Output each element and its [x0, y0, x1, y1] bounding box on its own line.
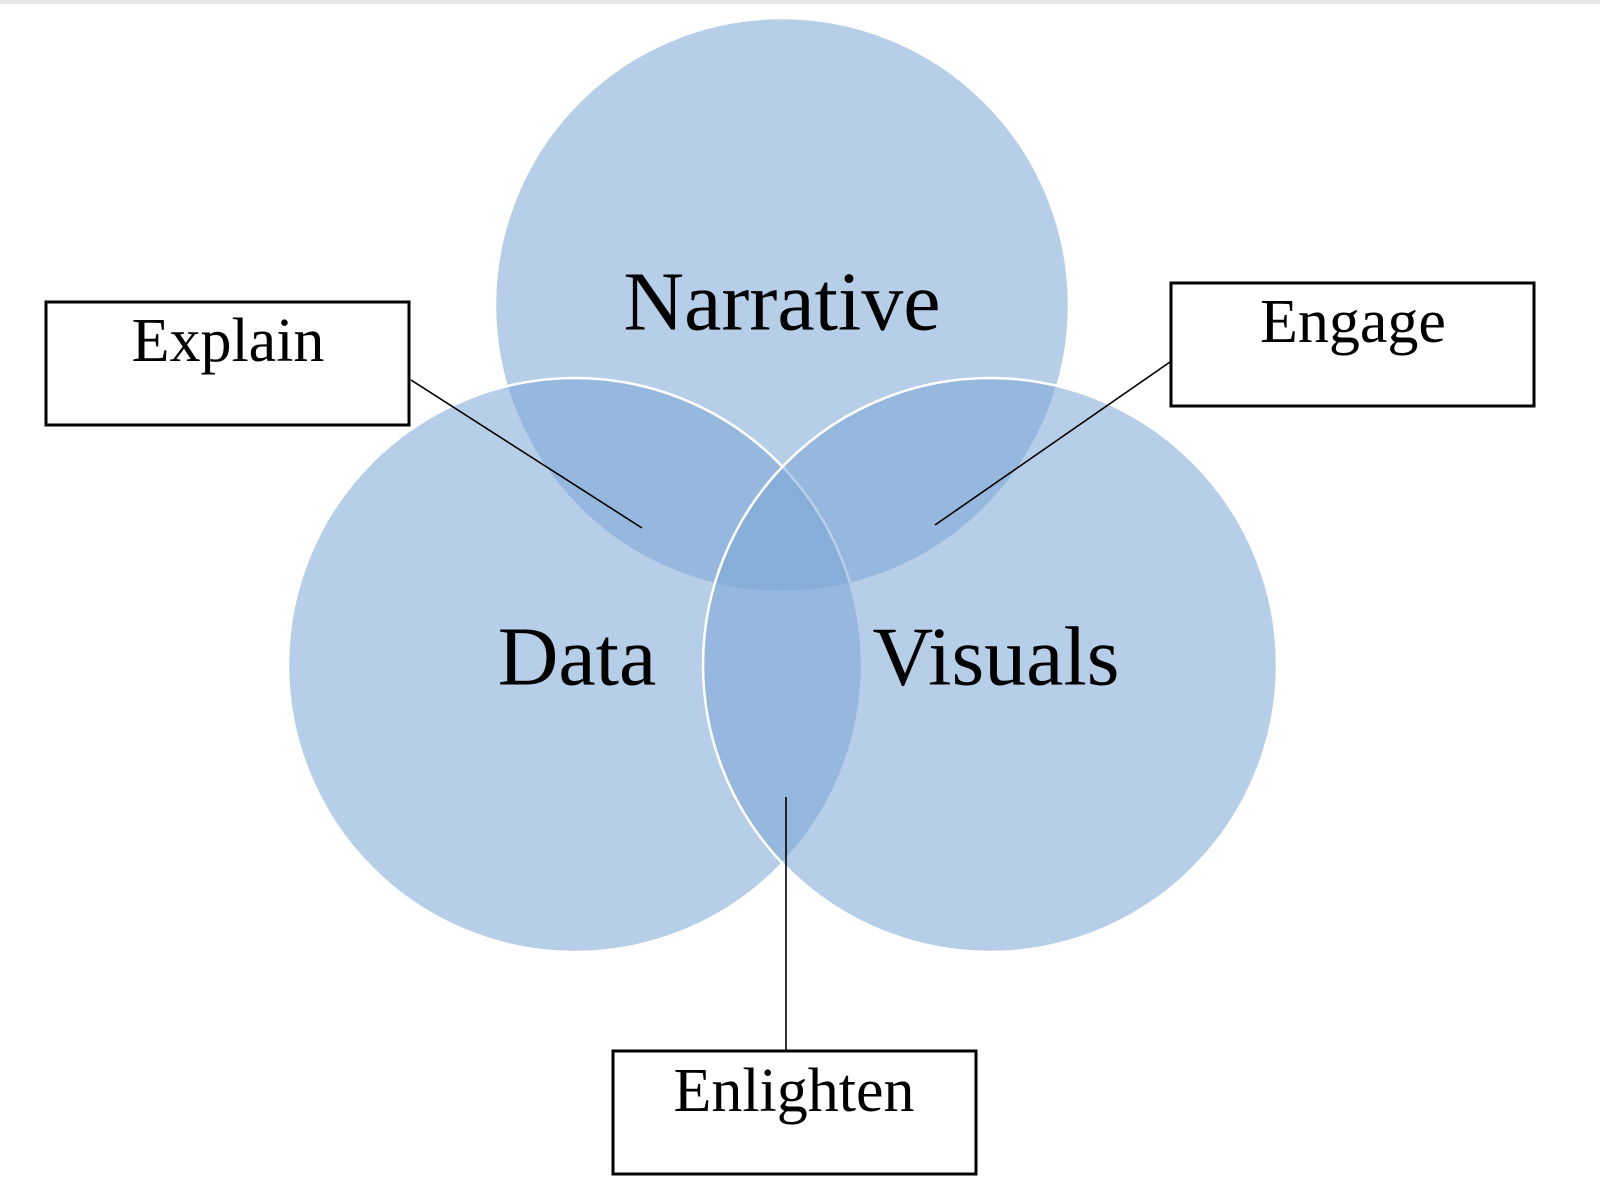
label-box-explain-frame: [44, 300, 411, 427]
circle-visuals: [701, 376, 1279, 954]
label-box-explain-text: Explain: [132, 307, 325, 375]
top-edge-shadow: [0, 0, 1600, 4]
label-box-enlighten-frame: [611, 1049, 978, 1176]
label-box-enlighten-text: Enlighten: [673, 1057, 914, 1125]
connector-engage: [934, 361, 1171, 526]
label-box-explain: Explain: [44, 300, 411, 427]
label-box-engage-text: Engage: [1260, 288, 1446, 356]
venn-circles: [286, 16, 1279, 954]
label-box-engage: Engage: [1169, 281, 1536, 408]
circle-label-data: Data: [498, 610, 657, 703]
connector-explain: [410, 379, 643, 529]
circle-label-visuals: Visuals: [873, 610, 1120, 703]
circle-label-narrative: Narrative: [623, 255, 940, 348]
label-box-enlighten: Enlighten: [611, 1049, 978, 1176]
label-box-engage-frame: [1169, 281, 1536, 408]
